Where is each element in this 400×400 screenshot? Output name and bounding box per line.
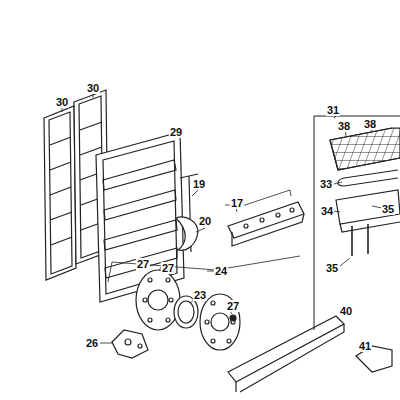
callout-number: 27 [161, 262, 175, 274]
callout-number: 38 [337, 120, 351, 132]
callout-number: 38 [363, 118, 377, 130]
callout-number: 33 [319, 178, 333, 190]
callout-number: 35 [381, 203, 395, 215]
callout-number: 30 [86, 82, 100, 94]
callout-number: 19 [192, 178, 206, 190]
callout-number: 17 [230, 197, 244, 209]
callout-number: 31 [326, 104, 340, 116]
callout-number: 23 [193, 289, 207, 301]
callout-number: 27 [136, 258, 150, 270]
callout-number: 40 [339, 305, 353, 317]
callout-number: 35 [325, 262, 339, 274]
callout-number: 24 [214, 265, 228, 277]
callout-number: 26 [85, 337, 99, 349]
callout-number: 30 [55, 96, 69, 108]
callout-number: 29 [169, 126, 183, 138]
callout-number: 41 [358, 340, 372, 352]
callout-number: 34 [320, 205, 334, 217]
callout-number: 20 [198, 215, 212, 227]
callout-number: 27 [226, 300, 240, 312]
